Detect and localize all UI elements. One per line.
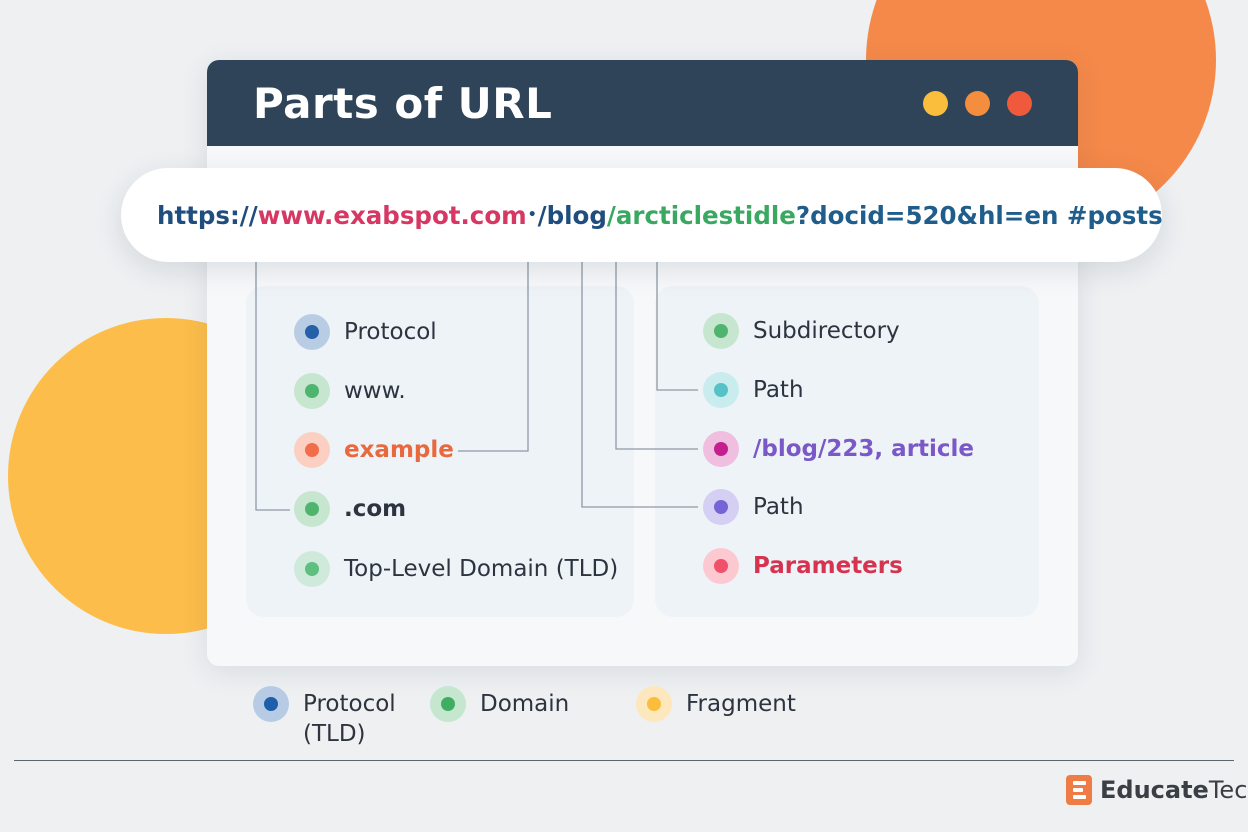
page-title: Parts of URL [253, 78, 553, 128]
list-item-tld: Top-Level Domain (TLD) [294, 551, 618, 587]
url-domain: www.exabspot.com [257, 200, 527, 230]
window-dot-red[interactable] [1007, 90, 1032, 116]
url-protocol: https:// [157, 200, 258, 230]
path-bullet-icon [703, 372, 739, 408]
footer-divider [14, 760, 1234, 761]
item-label: Parameters [753, 553, 903, 579]
item-label: www. [344, 378, 406, 404]
list-item-path-2: Path [703, 489, 804, 525]
legend-label: Domain [480, 691, 570, 717]
item-label: Path [753, 494, 804, 520]
url-separator-dot: • [527, 207, 537, 223]
www-bullet-icon [294, 373, 330, 409]
brand-name: EducateTech [1100, 776, 1248, 804]
legend-label: Fragment [686, 691, 796, 717]
list-item-protocol: Protocol [294, 314, 437, 350]
legend-label: Protocol (TLD) [303, 691, 396, 747]
window-controls [923, 90, 1032, 116]
example-bullet-icon [294, 432, 330, 468]
list-item-blog-article: /blog/223, article [703, 431, 974, 467]
legend-domain: Domain [430, 686, 569, 722]
url-path: /arcticlestidle [606, 200, 796, 230]
blog-article-bullet-icon [703, 431, 739, 467]
url-bar[interactable]: https:// www.exabspot.com • /blog /arcti… [121, 168, 1163, 262]
list-item-example: example [294, 432, 454, 468]
protocol-bullet-icon [294, 314, 330, 350]
item-label: Subdirectory [753, 318, 900, 344]
legend-fragment-icon [636, 686, 672, 722]
path-2-bullet-icon [703, 489, 739, 525]
url-query-fragment: ?docid=520&hl=en #posts [795, 200, 1163, 230]
list-item-subdirectory: Subdirectory [703, 313, 900, 349]
legend-protocol-icon [253, 686, 289, 722]
legend-fragment: Fragment [636, 686, 796, 722]
url-subdirectory: /blog [537, 200, 607, 230]
list-item-parameters: Parameters [703, 548, 903, 584]
list-item-com: .com [294, 491, 406, 527]
window-titlebar: Parts of URL [207, 60, 1078, 146]
parameters-bullet-icon [703, 548, 739, 584]
window-dot-yellow[interactable] [923, 90, 948, 116]
item-label: example [344, 437, 454, 463]
list-item-path: Path [703, 372, 804, 408]
legend-domain-icon [430, 686, 466, 722]
item-label: Top-Level Domain (TLD) [344, 556, 619, 582]
list-item-www: www. [294, 373, 406, 409]
window-dot-orange[interactable] [965, 90, 990, 116]
com-bullet-icon [294, 491, 330, 527]
item-label: Protocol [344, 319, 437, 345]
brand-logo[interactable]: EducateTech [1066, 775, 1248, 805]
tld-bullet-icon [294, 551, 330, 587]
educatetech-logo-icon [1066, 775, 1092, 805]
item-label: /blog/223, article [753, 436, 975, 462]
item-label: .com [344, 496, 407, 522]
subdirectory-bullet-icon [703, 313, 739, 349]
item-label: Path [753, 377, 804, 403]
legend-protocol-tld: Protocol (TLD) [253, 686, 423, 749]
